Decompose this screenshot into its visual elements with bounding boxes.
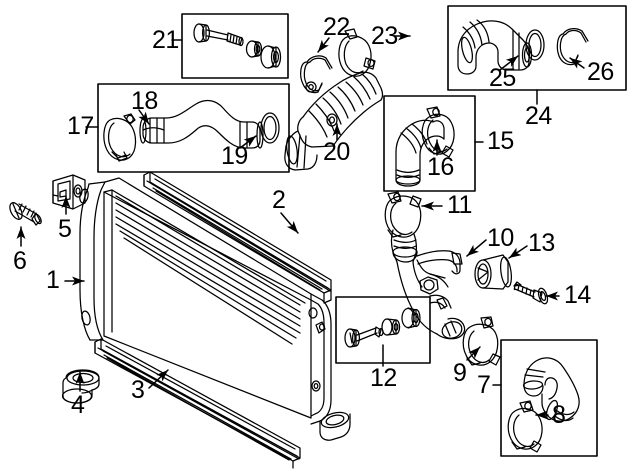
leader-2 — [280, 212, 299, 234]
callout-label-12[interactable]: 12 — [370, 364, 397, 392]
part-hose-clamp-16 — [421, 106, 455, 158]
callout-label-24[interactable]: 24 — [525, 102, 552, 130]
leader-18 — [138, 109, 150, 125]
part-elbow-hose-15 — [395, 119, 445, 187]
part-lower-air-guide-3 — [94, 338, 301, 469]
part-bolt-bushing-kit-21 — [193, 23, 282, 69]
part-grommet-13 — [474, 254, 512, 290]
part-hose-7 — [522, 357, 580, 422]
part-intercooler-core-1 — [79, 177, 351, 441]
part-o-ring-25 — [525, 29, 545, 61]
part-hose-clamp-8 — [507, 400, 543, 453]
callout-label-16[interactable]: 16 — [427, 153, 454, 181]
callout-label-4[interactable]: 4 — [71, 391, 85, 419]
leader-19 — [239, 135, 257, 149]
part-upper-air-guide-2 — [143, 171, 332, 304]
group-box-7 — [500, 339, 598, 457]
callout-label-15[interactable]: 15 — [487, 127, 514, 155]
part-spring-clip-22 — [300, 55, 333, 94]
callout-label-22[interactable]: 22 — [323, 13, 350, 41]
callout-label-26[interactable]: 26 — [587, 58, 614, 86]
part-flange-bolt-14 — [513, 281, 549, 305]
leader-lines — [16, 31, 585, 420]
callout-label-5[interactable]: 5 — [58, 215, 72, 243]
group-box-15 — [383, 95, 476, 192]
callout-label-14[interactable]: 14 — [564, 281, 591, 309]
callout-label-9[interactable]: 9 — [453, 359, 467, 387]
callout-label-21[interactable]: 21 — [152, 26, 179, 54]
callout-label-23[interactable]: 23 — [371, 22, 398, 50]
callout-label-19[interactable]: 19 — [221, 142, 248, 170]
leader-10 — [466, 239, 487, 257]
callout-label-1[interactable]: 1 — [46, 266, 60, 294]
part-bracket-5 — [52, 174, 86, 210]
callout-label-13[interactable]: 13 — [528, 229, 555, 257]
part-o-ring-19 — [260, 112, 280, 144]
part-hose-clamp-18 — [103, 113, 137, 162]
leader-3 — [148, 369, 169, 389]
leader-9 — [466, 346, 481, 361]
callout-label-18[interactable]: 18 — [131, 87, 158, 115]
leader-25 — [499, 55, 519, 71]
part-hose-clamp-11 — [384, 191, 422, 238]
callout-label-2[interactable]: 2 — [272, 186, 286, 214]
leader-26 — [569, 57, 585, 69]
callout-label-7[interactable]: 7 — [477, 371, 491, 399]
leader-22 — [317, 37, 330, 53]
callout-label-6[interactable]: 6 — [13, 247, 27, 275]
leader-13 — [508, 245, 528, 259]
callout-label-25[interactable]: 25 — [489, 64, 516, 92]
callout-label-3[interactable]: 3 — [131, 376, 145, 404]
callout-label-17[interactable]: 17 — [67, 112, 94, 140]
part-bolt-bushing-kit-12 — [344, 307, 421, 348]
callout-label-10[interactable]: 10 — [487, 224, 514, 252]
callout-label-11[interactable]: 11 — [447, 191, 472, 219]
part-screw-6 — [9, 202, 42, 226]
part-hose-clamp-23 — [338, 28, 376, 77]
part-connector-pipe-10 — [390, 229, 466, 340]
callout-label-20[interactable]: 20 — [323, 138, 350, 166]
callout-label-8[interactable]: 8 — [552, 401, 566, 429]
